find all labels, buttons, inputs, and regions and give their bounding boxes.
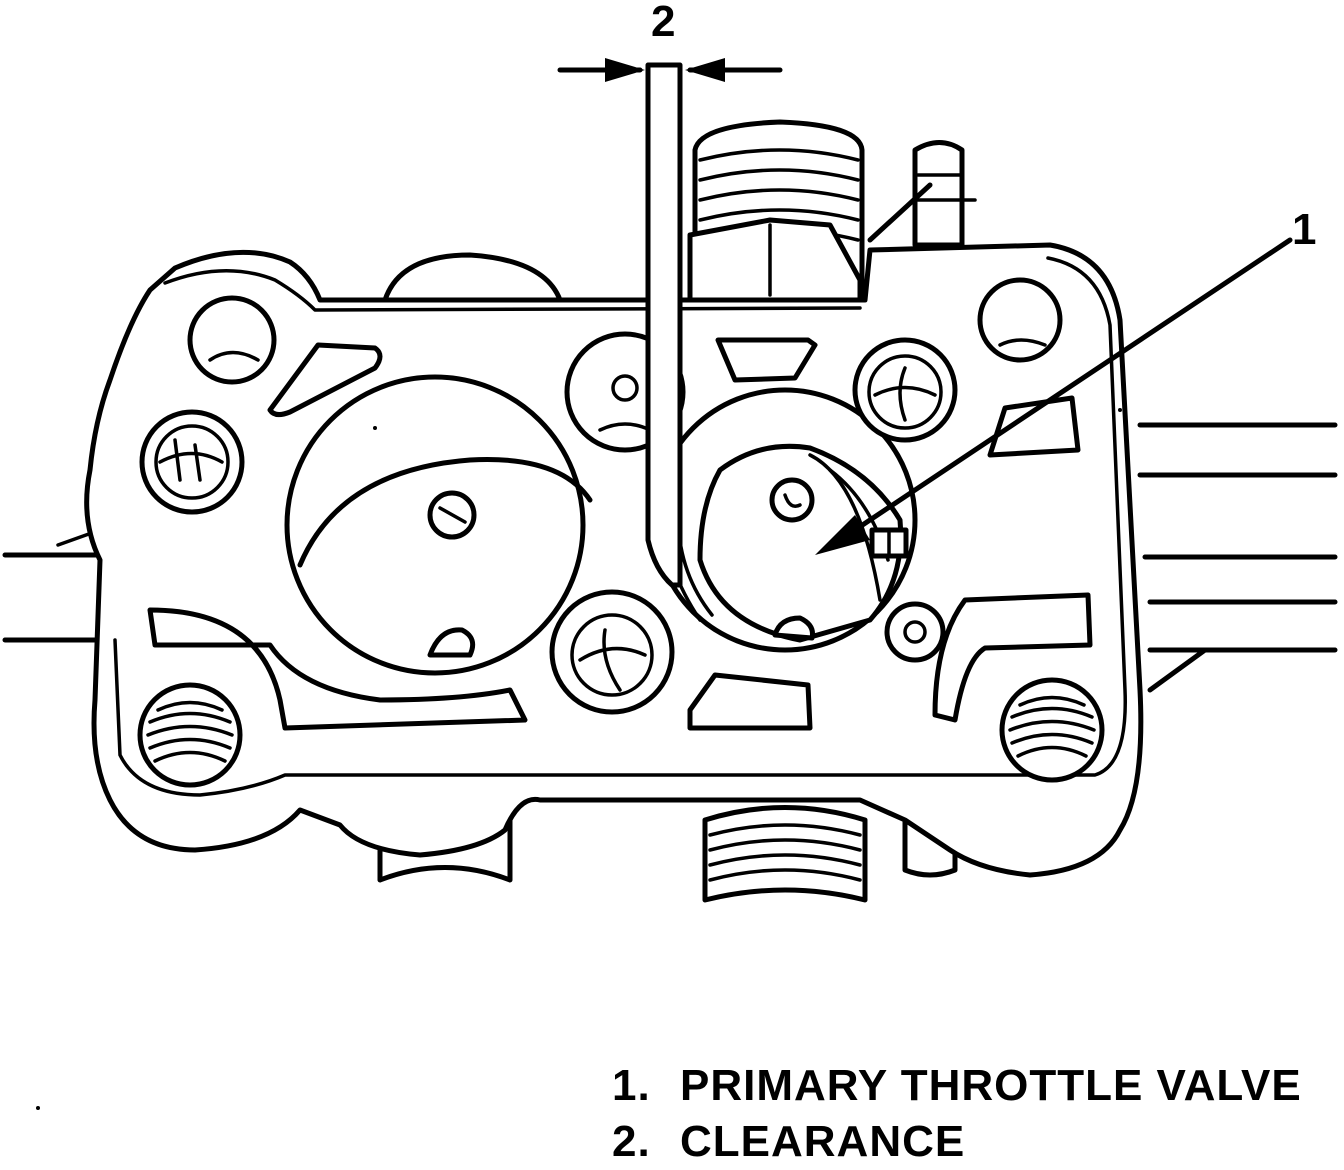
- secondary-bore: [284, 374, 593, 676]
- speck: [373, 426, 377, 430]
- left-shaft-lines: [2, 528, 103, 643]
- primary-bore: [652, 387, 918, 653]
- legend-number: 2.: [612, 1117, 651, 1166]
- screw-right: [852, 337, 958, 443]
- top-dome: [382, 252, 563, 303]
- top-spring: [687, 119, 865, 303]
- speck: [36, 1106, 40, 1110]
- legend-label: PRIMARY THROTTLE VALVE: [680, 1061, 1302, 1110]
- legend-label: CLEARANCE: [680, 1117, 966, 1166]
- screw-bottom-center: [549, 589, 675, 715]
- valve-leader: [815, 237, 1293, 555]
- bottom-spring: [702, 805, 868, 903]
- feeler-gauge: [645, 62, 683, 588]
- mounting-hole-bottom-right: [999, 677, 1105, 783]
- callout-1: 1: [1292, 205, 1316, 254]
- top-pin: [867, 140, 977, 248]
- clearance-dimension: [557, 58, 783, 82]
- flange-face: [113, 256, 1127, 797]
- mounting-hole-top-left: [187, 295, 277, 385]
- mounting-hole-top-right: [977, 277, 1063, 363]
- legend: 1. PRIMARY THROTTLE VALVE 2. CLEARANCE: [612, 1058, 1342, 1170]
- mounting-hole-bottom-left: [137, 682, 243, 788]
- screw-left: [139, 409, 245, 515]
- legend-item: 2. CLEARANCE: [612, 1114, 1342, 1170]
- legend-number: 1.: [612, 1061, 651, 1110]
- speck: [1118, 408, 1122, 412]
- small-boss-right: [884, 601, 946, 663]
- legend-item: 1. PRIMARY THROTTLE VALVE: [612, 1058, 1342, 1114]
- right-shaft-lines: [1137, 422, 1338, 693]
- primary-throttle-valve: [697, 443, 904, 643]
- callout-2: 2: [651, 0, 675, 46]
